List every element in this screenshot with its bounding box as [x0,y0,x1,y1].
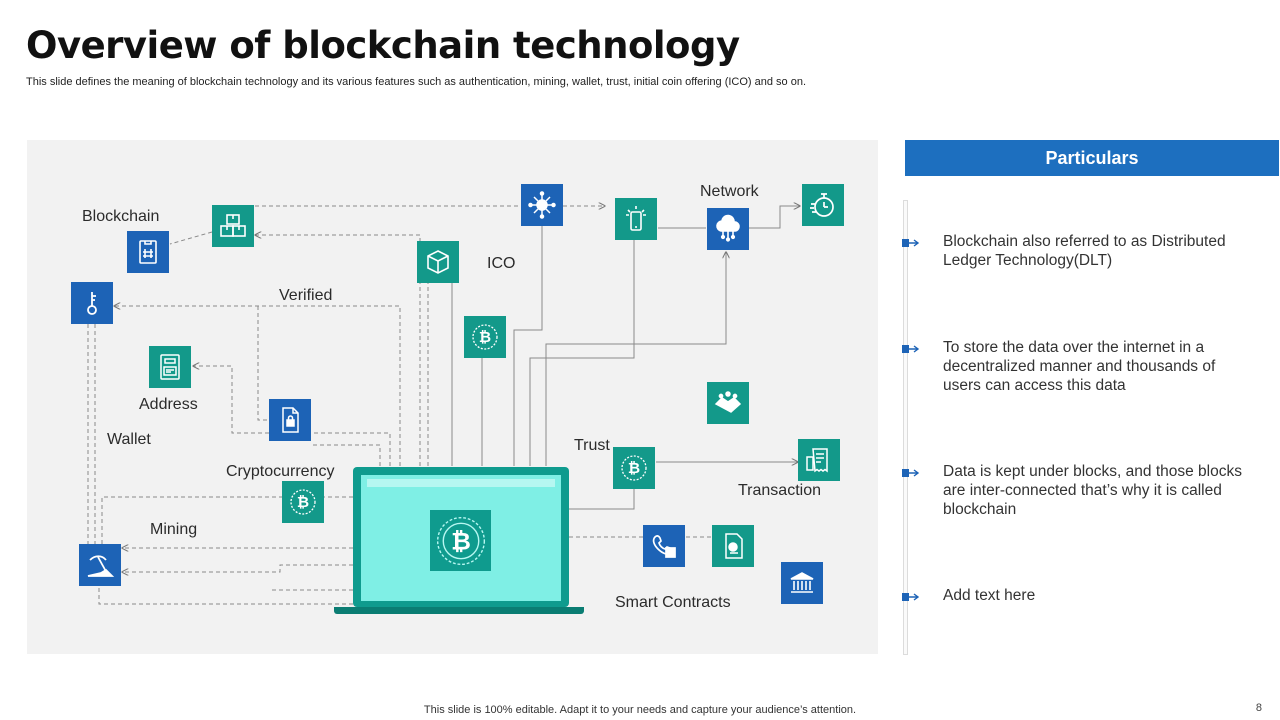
receipt-icon [798,439,840,481]
bitcoin-icon: ₿ [430,510,491,571]
svg-text:₿: ₿ [297,493,309,511]
document-lock-icon [269,399,311,441]
arrow-bullet-icon [902,469,920,477]
label-cryptocurrency: Cryptocurrency [226,463,335,480]
slide-subtitle: This slide defines the meaning of blockc… [26,76,807,88]
phone-contact-icon [643,525,685,567]
label-ico: ICO [487,255,516,272]
arrow-bullet-icon [902,345,920,353]
handshake-icon [707,382,749,424]
network-hub-icon [521,184,563,226]
svg-text:₿: ₿ [628,459,640,477]
label-mining: Mining [150,521,198,538]
laptop-base [334,607,584,614]
box-icon [417,241,459,283]
svg-text:₿: ₿ [451,526,471,555]
page-number: 8 [1255,702,1262,714]
particulars-header: Particulars [905,140,1279,176]
arrow-bullet-icon [902,239,920,247]
laptop-title-bar [367,479,555,487]
smartphone-icon [615,198,657,240]
cloud-network-icon [707,208,749,250]
label-address: Address [139,396,198,413]
svg-text:₿: ₿ [479,328,491,346]
stopwatch-icon [802,184,844,226]
footer-note: This slide is 100% editable. Adapt it to… [423,704,857,716]
pickaxe-icon [79,544,121,586]
list-item-text: To store the data over the internet in a… [943,339,1216,394]
slide-title: Overview of blockchain technology [26,24,740,67]
blocks-icon [212,205,254,247]
label-trust: Trust [574,437,610,454]
list-item-text: Blockchain also referred to as Distribut… [943,233,1226,269]
id-card-icon [149,346,191,388]
label-transaction: Transaction [738,482,821,499]
bitcoin-icon: ₿ [613,447,655,489]
label-smart-contracts: Smart Contracts [615,594,731,611]
list-item-text[interactable]: Add text here [943,587,1036,604]
bitcoin-icon: ₿ [282,481,324,523]
list-item-text: Data is kept under blocks, and those blo… [943,463,1242,518]
hash-icon [127,231,169,273]
label-wallet: Wallet [107,431,151,448]
arrow-bullet-icon [902,593,920,601]
timeline-rail [903,200,908,655]
bitcoin-icon: ₿ [464,316,506,358]
contract-icon [712,525,754,567]
label-verified: Verified [279,287,333,304]
label-network: Network [700,183,759,200]
bank-icon [781,562,823,604]
label-blockchain: Blockchain [82,208,160,225]
key-icon [71,282,113,324]
